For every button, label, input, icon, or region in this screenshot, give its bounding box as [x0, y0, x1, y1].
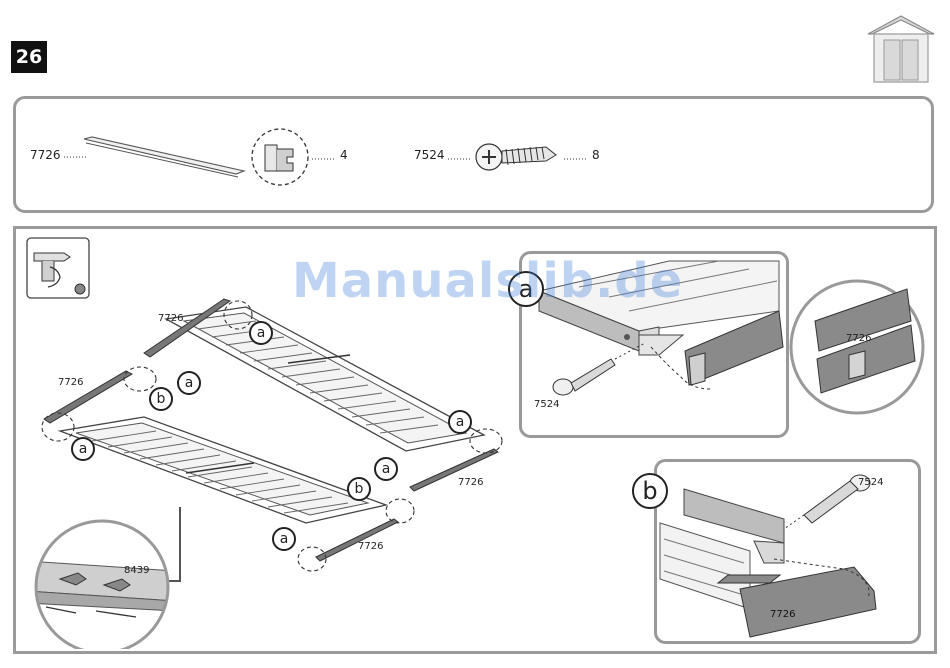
callout-a: a: [272, 527, 296, 551]
rail-label: 7726: [770, 609, 795, 620]
rail-label: 7726: [358, 541, 383, 552]
screw-icon: [16, 99, 931, 210]
connector-detail: [26, 511, 176, 649]
callout-a: a: [448, 410, 472, 434]
callout-a: a: [71, 437, 95, 461]
callout-b-detail: b: [632, 473, 668, 509]
watermark: Manualslib.de: [292, 253, 683, 309]
callout-a: a: [177, 371, 201, 395]
step-number: 26: [11, 41, 47, 73]
callout-b: b: [347, 477, 371, 501]
rail-label: 7726: [458, 477, 483, 488]
parts-panel: 7726 4 7524 8: [13, 96, 934, 213]
rail-label: 7726: [846, 333, 871, 344]
screw-label: 7524: [858, 477, 883, 488]
rail-label: 7726: [58, 377, 83, 388]
screw-label: 7524: [534, 399, 559, 410]
shed-icon: [862, 12, 940, 84]
assembly-panel: 7726 7726 7726 7726 a a b a a a b a 8439: [13, 226, 937, 654]
rail-label: 7726: [158, 313, 183, 324]
part-label: 8439: [124, 565, 149, 576]
callout-b: b: [149, 387, 173, 411]
callout-a: a: [249, 321, 273, 345]
part-qty: 8: [592, 148, 600, 162]
callout-a: a: [374, 457, 398, 481]
